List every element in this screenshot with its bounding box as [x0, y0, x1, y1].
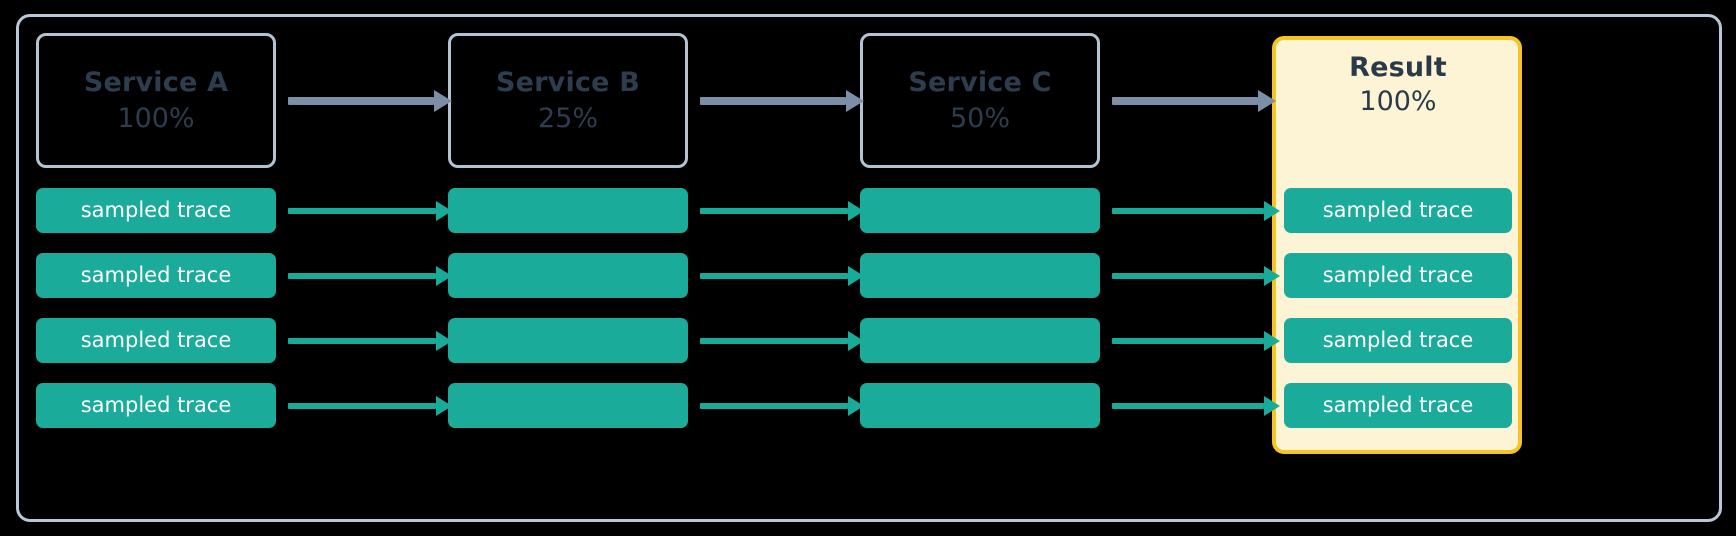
- arrow-shaft: [288, 97, 434, 105]
- service-percent: 100%: [117, 102, 195, 134]
- arrow-head: [436, 201, 452, 221]
- trace-box-result-row3[interactable]: sampled trace: [1284, 318, 1512, 363]
- service-name: Service C: [908, 66, 1052, 98]
- trace-box-result-row4[interactable]: sampled trace: [1284, 383, 1512, 428]
- arrow-shaft: [288, 208, 436, 214]
- arrow-service-c-to-result-row1: [1112, 201, 1280, 221]
- arrow-shaft: [700, 273, 848, 279]
- arrow-service-b-to-service-c-row1: [700, 201, 864, 221]
- service-box-service-a[interactable]: Service A 100%: [36, 33, 276, 168]
- arrow-service-a-to-service-b-row3: [288, 331, 452, 351]
- trace-box-service-b-row1[interactable]: [448, 188, 688, 233]
- arrow-head: [436, 266, 452, 286]
- arrow-head: [1258, 90, 1276, 112]
- arrow-shaft: [1112, 208, 1264, 214]
- arrow-service-a-to-service-b-row1: [288, 201, 452, 221]
- arrow-shaft: [288, 403, 436, 409]
- arrow-shaft: [1112, 97, 1258, 105]
- arrow-head: [436, 331, 452, 351]
- arrow-head: [846, 90, 864, 112]
- arrow-shaft: [700, 403, 848, 409]
- arrow-service-c-to-result: [1112, 90, 1276, 112]
- arrow-service-b-to-service-c-row2: [700, 266, 864, 286]
- arrow-shaft: [700, 208, 848, 214]
- arrow-shaft: [700, 338, 848, 344]
- arrow-service-c-to-result-row3: [1112, 331, 1280, 351]
- arrow-head: [848, 266, 864, 286]
- trace-box-service-b-row2[interactable]: [448, 253, 688, 298]
- arrow-head: [848, 201, 864, 221]
- trace-box-service-a-row2[interactable]: sampled trace: [36, 253, 276, 298]
- arrow-head: [1264, 396, 1280, 416]
- arrow-head: [1264, 201, 1280, 221]
- arrow-shaft: [1112, 403, 1264, 409]
- trace-box-service-c-row3[interactable]: [860, 318, 1100, 363]
- arrow-head: [848, 331, 864, 351]
- trace-box-service-a-row3[interactable]: sampled trace: [36, 318, 276, 363]
- trace-box-service-c-row4[interactable]: [860, 383, 1100, 428]
- arrow-service-a-to-service-b-row2: [288, 266, 452, 286]
- arrow-shaft: [288, 338, 436, 344]
- arrow-service-b-to-service-c-row4: [700, 396, 864, 416]
- service-box-service-c[interactable]: Service C 50%: [860, 33, 1100, 168]
- trace-box-service-a-row1[interactable]: sampled trace: [36, 188, 276, 233]
- trace-box-service-b-row3[interactable]: [448, 318, 688, 363]
- arrow-service-c-to-result-row2: [1112, 266, 1280, 286]
- arrow-head: [848, 396, 864, 416]
- arrow-service-c-to-result-row4: [1112, 396, 1280, 416]
- arrow-head: [434, 90, 452, 112]
- trace-box-service-c-row2[interactable]: [860, 253, 1100, 298]
- service-name: Service A: [83, 66, 229, 98]
- trace-box-service-a-row4[interactable]: sampled trace: [36, 383, 276, 428]
- trace-box-service-c-row1[interactable]: [860, 188, 1100, 233]
- service-name: Result: [1349, 52, 1447, 83]
- trace-box-result-row1[interactable]: sampled trace: [1284, 188, 1512, 233]
- arrow-shaft: [288, 273, 436, 279]
- arrow-service-a-to-service-b-row4: [288, 396, 452, 416]
- trace-box-service-b-row4[interactable]: [448, 383, 688, 428]
- arrow-service-a-to-service-b: [288, 90, 452, 112]
- trace-box-result-row2[interactable]: sampled trace: [1284, 253, 1512, 298]
- arrow-head: [1264, 331, 1280, 351]
- service-percent: 50%: [949, 102, 1010, 134]
- arrow-service-b-to-service-c: [700, 90, 864, 112]
- service-name: Service B: [495, 66, 641, 98]
- arrow-head: [1264, 266, 1280, 286]
- arrow-shaft: [1112, 338, 1264, 344]
- outer-frame: [16, 14, 1722, 522]
- service-percent: 100%: [1359, 85, 1437, 117]
- service-box-service-b[interactable]: Service B 25%: [448, 33, 688, 168]
- service-percent: 25%: [537, 102, 598, 134]
- service-box-result[interactable]: Result 100%: [1282, 52, 1514, 152]
- arrow-shaft: [1112, 273, 1264, 279]
- arrow-service-b-to-service-c-row3: [700, 331, 864, 351]
- arrow-head: [436, 396, 452, 416]
- arrow-shaft: [700, 97, 846, 105]
